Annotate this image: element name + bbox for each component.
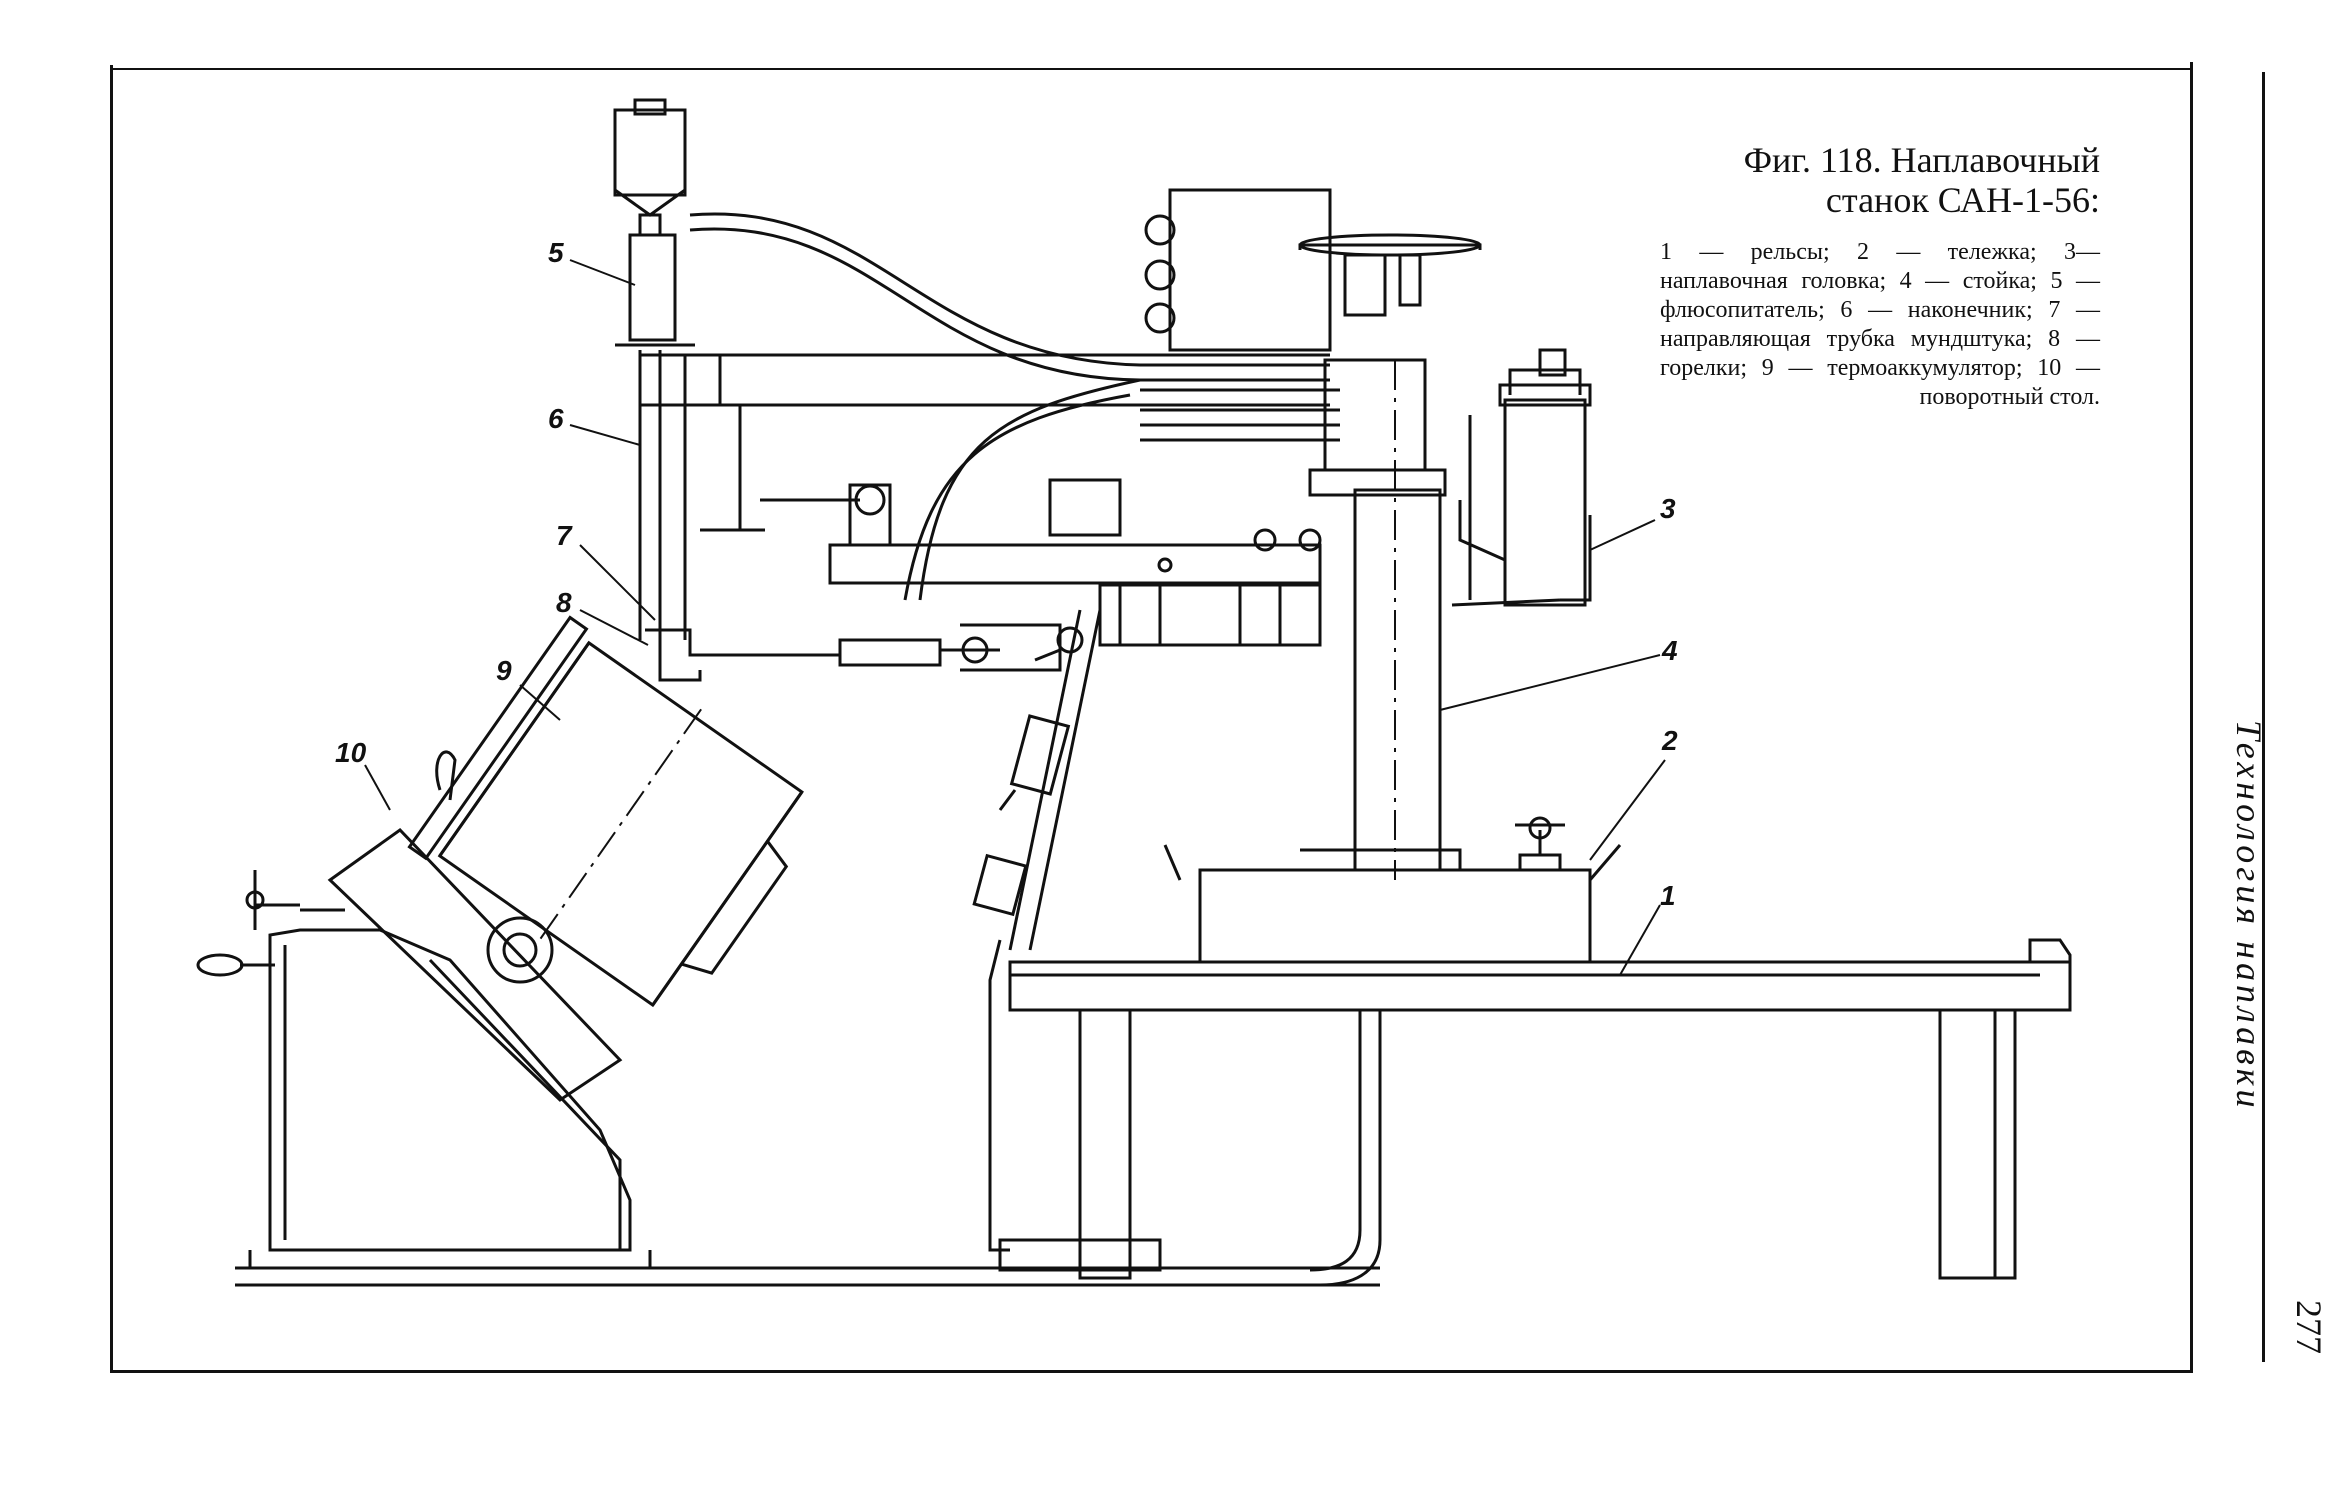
margin-rule xyxy=(2262,72,2265,1362)
column xyxy=(1300,358,1462,880)
callout-10: 10 xyxy=(335,737,367,768)
control-box xyxy=(1144,188,1482,352)
callout-1: 1 xyxy=(1660,880,1676,911)
page-number: 277 xyxy=(2289,1300,2329,1354)
horizontal-beam xyxy=(828,478,1322,647)
callout-5: 5 xyxy=(548,237,564,268)
caption-title-line1: Фиг. 118. Наплавочный xyxy=(1743,140,2100,180)
flux-feeder xyxy=(613,98,695,347)
callout-8: 8 xyxy=(556,587,572,618)
carriage xyxy=(1163,816,1622,964)
surfacing-head xyxy=(1451,348,1592,607)
rotary-table-stand xyxy=(248,928,1010,1268)
callout-labels: 5 6 7 8 9 10 3 4 2 1 xyxy=(335,237,1678,911)
leader-lines xyxy=(364,259,1666,976)
hoses xyxy=(689,212,1382,1287)
running-head: Технология наплавки xyxy=(2229,720,2269,1112)
callout-2: 2 xyxy=(1661,725,1678,756)
frame-right-rule xyxy=(2190,62,2193,1372)
callout-6: 6 xyxy=(548,403,564,434)
rotary-table-head xyxy=(196,750,623,1102)
caption-title-line2: станок САН-1-56: xyxy=(1825,180,2100,220)
arm-and-tip xyxy=(638,350,1330,640)
thermal-accumulator xyxy=(407,615,804,1008)
rail-table xyxy=(998,938,2072,1280)
figure-caption: Фиг. 118. Наплавочный станок САН-1-56: 1… xyxy=(1660,140,2100,412)
linkage xyxy=(972,609,1102,951)
frame-top-rule xyxy=(110,68,2190,70)
callout-7: 7 xyxy=(556,520,573,551)
guide-tube-and-torch xyxy=(645,623,1084,682)
figure-frame xyxy=(110,65,2193,1373)
caption-title: Фиг. 118. Наплавочный станок САН-1-56: xyxy=(1660,140,2100,220)
callout-9: 9 xyxy=(496,655,512,686)
caption-legend: 1 — рельсы; 2 — тележка; 3— наплавочная … xyxy=(1660,239,2100,410)
callout-4: 4 xyxy=(1661,635,1678,666)
callout-3: 3 xyxy=(1660,493,1676,524)
